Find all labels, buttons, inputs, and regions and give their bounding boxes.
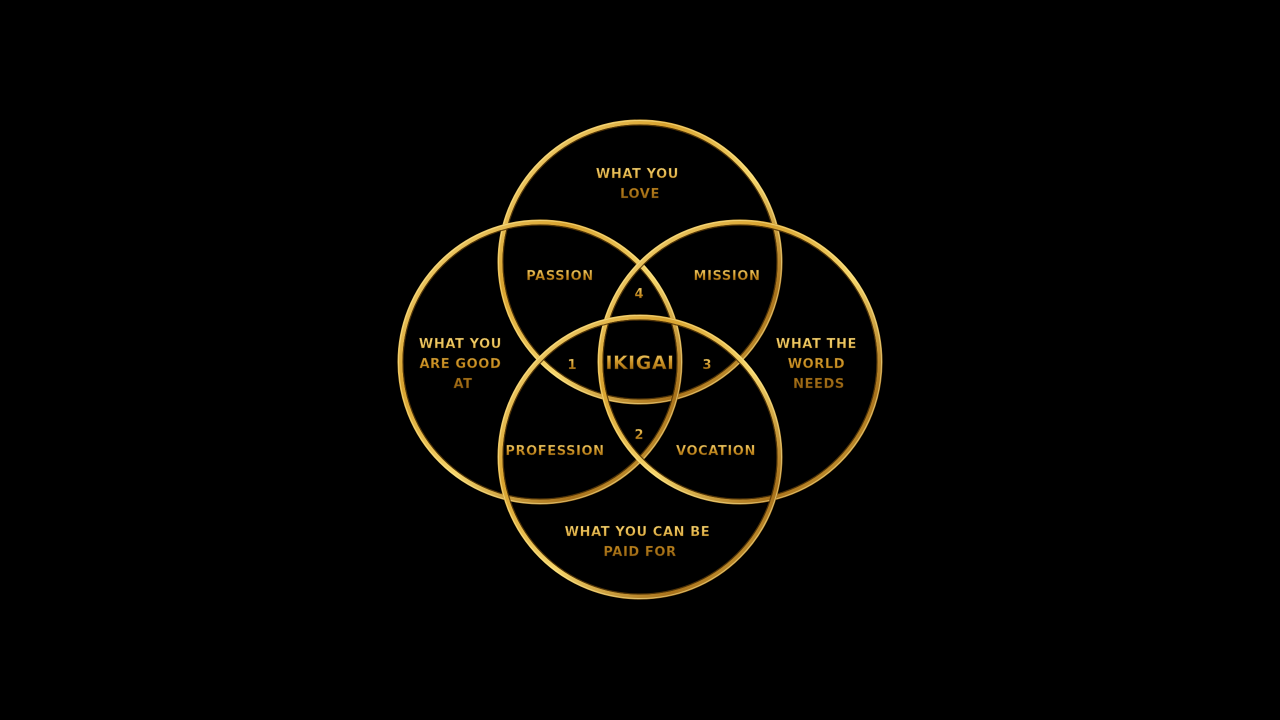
circle-paid-for [497, 314, 783, 600]
circle-good-at [397, 219, 683, 505]
label-profession: PROFESSION [505, 444, 604, 459]
label-vocation: VOCATION [676, 444, 756, 459]
circle-world-needs [597, 219, 883, 505]
center-ikigai: IKIGAI [605, 352, 674, 374]
number-right: 3 [702, 358, 711, 373]
circle-love [497, 119, 783, 405]
label-passion: PASSION [526, 269, 594, 284]
label-love: WHAT YOU LOVE [596, 167, 684, 202]
label-world-needs: WHAT THE WORLD NEEDS [776, 337, 862, 392]
number-left: 1 [567, 358, 576, 373]
number-bottom: 2 [634, 428, 643, 443]
label-mission: MISSION [694, 269, 761, 284]
number-top: 4 [634, 287, 643, 302]
label-good-at: WHAT YOU ARE GOOD AT [419, 337, 507, 392]
label-paid-for: WHAT YOU CAN BE PAID FOR [565, 525, 716, 560]
